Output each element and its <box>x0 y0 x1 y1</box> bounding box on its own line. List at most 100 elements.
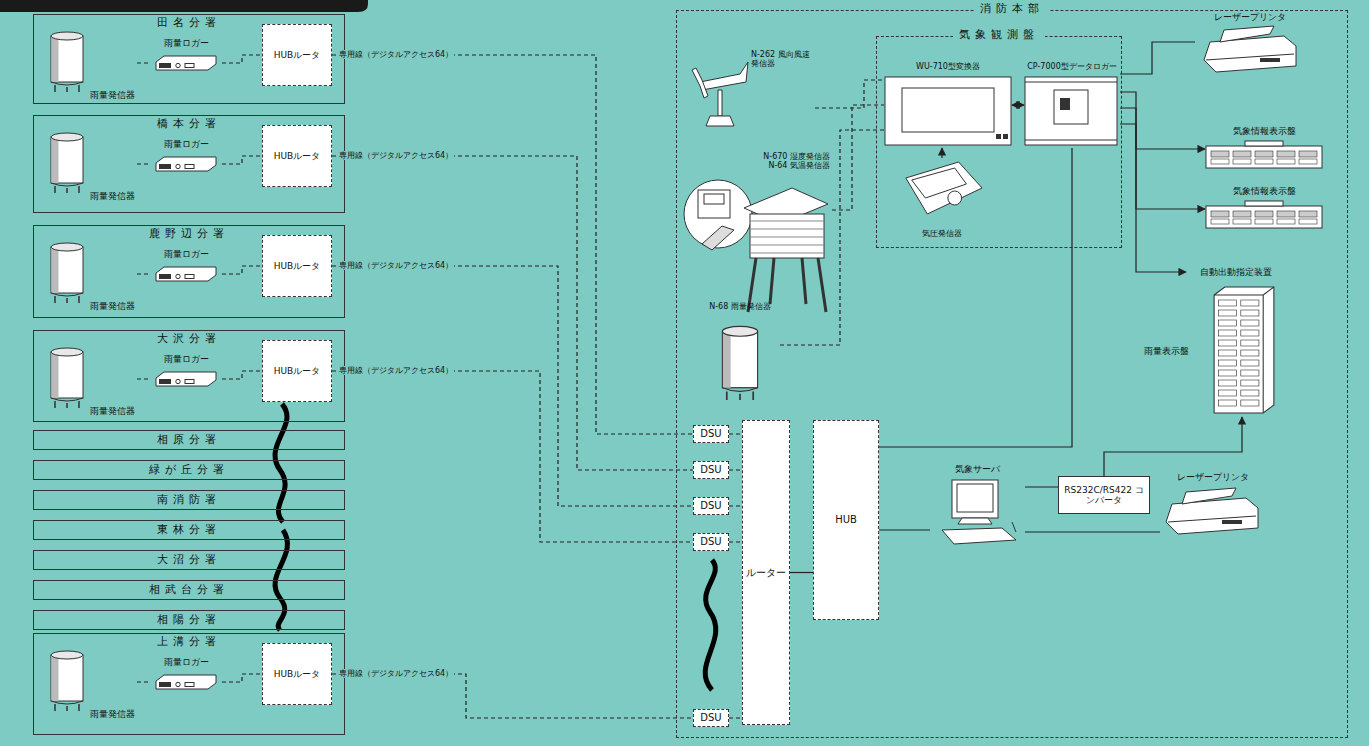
station-band: 相原分署 <box>33 430 345 450</box>
gauge-icon <box>47 241 87 303</box>
connector <box>1025 486 1058 487</box>
station-box: 上溝分署雨量発信器 雨量ロガー HUBルータ <box>33 633 345 735</box>
node-label: RS232C/RS422 コンバータ <box>1061 485 1147 506</box>
line-label: 専用線（デジタルアクセス64） <box>338 151 454 160</box>
connector <box>1025 531 1160 532</box>
station-band: 緑が丘分署 <box>33 460 345 480</box>
node-label: WU-710型変換器 <box>916 62 980 71</box>
cabinet-icon <box>1212 285 1276 415</box>
connector <box>815 80 884 108</box>
router: ルーター <box>742 420 790 725</box>
connector <box>729 505 742 506</box>
node-label: 雨量ロガー <box>164 657 209 667</box>
cp-icon <box>1024 76 1118 146</box>
hub-router: HUBルータ <box>262 235 332 297</box>
node-label: 上溝分署 <box>157 636 221 649</box>
connector <box>222 674 262 682</box>
region-title: 消防本部 <box>974 3 1050 16</box>
connector <box>941 148 942 158</box>
connector <box>1120 108 1205 209</box>
node-label: HUBルータ <box>274 366 321 376</box>
connector <box>1120 92 1205 149</box>
rain-gauge: 雨量発信器 <box>45 239 137 313</box>
node-label: 気象情報表示盤 <box>1233 126 1296 136</box>
node-label: N-262 風向風速発信器 <box>751 50 813 68</box>
gauge-drawing <box>47 131 87 193</box>
hub: HUB <box>813 420 879 620</box>
node-label: DSU <box>700 500 721 512</box>
gauge-drawing <box>47 346 87 408</box>
printer-icon <box>1162 486 1262 536</box>
logger-icon <box>154 265 218 283</box>
cabinet-drawing <box>1212 285 1276 415</box>
station-band: 南消防署 <box>33 490 345 510</box>
node-label: 東林分署 <box>157 524 221 537</box>
logger-drawing <box>154 673 218 691</box>
node-label: 大沼分署 <box>157 554 221 567</box>
break-mark <box>705 560 716 690</box>
display-icon <box>1205 140 1323 170</box>
weather-display: 気象情報表示盤 <box>1205 124 1323 174</box>
node-label: ルーター <box>746 567 786 579</box>
node-label: 鹿野辺分署 <box>149 228 229 241</box>
node-label: 自動出動指定装置 <box>1200 267 1272 277</box>
connector <box>222 55 262 63</box>
node-label: HUBルータ <box>274 50 321 60</box>
logger-drawing <box>154 370 218 388</box>
rain-display: 雨量表示盤 <box>1142 285 1282 417</box>
weather-display: 気象情報表示盤 <box>1205 184 1323 234</box>
node-label: CP-7000型データロガー <box>1027 62 1116 71</box>
baro-drawing <box>898 158 986 218</box>
hub-router: HUBルータ <box>262 125 332 187</box>
connector <box>332 674 693 718</box>
converter-unit: WU-710型変換器 <box>884 60 1012 148</box>
dsu: DSU <box>693 533 729 551</box>
panel-drawing <box>884 76 1012 146</box>
node-label: HUBルータ <box>274 669 321 679</box>
laser-printer: レーザープリンタ <box>1160 470 1265 550</box>
connector <box>137 681 150 682</box>
logger-drawing <box>154 155 218 173</box>
connector <box>137 378 150 379</box>
cp-drawing <box>1024 76 1118 146</box>
station-box: 橋本分署雨量発信器雨量ロガーHUBルータ <box>33 115 345 213</box>
logger-icon <box>154 155 218 173</box>
dsu: DSU <box>693 497 729 515</box>
gauge-drawing <box>47 241 87 303</box>
dispatch-device: 自動出動指定装置 <box>1186 263 1286 281</box>
hub-router: HUBルータ <box>262 24 332 86</box>
connector <box>222 156 262 164</box>
node-label: 雨量表示盤 <box>1144 346 1189 356</box>
node-label: 雨量ロガー <box>164 354 209 364</box>
connector <box>332 371 693 542</box>
panel-icon <box>884 76 1012 146</box>
node-label: 相原分署 <box>157 434 221 447</box>
connector <box>790 572 813 573</box>
hq-zone: 消防本部N-262 風向風速発信器N-670 湿度発信器N-64 気温発信器気象… <box>676 10 1348 738</box>
wind-sensor: N-262 風向風速発信器 <box>690 48 815 132</box>
gauge-icon <box>47 131 87 193</box>
gauge-icon <box>47 346 87 408</box>
gauge-icon <box>47 649 87 711</box>
temp-humidity-sensor: N-670 湿度発信器N-64 気温発信器 <box>682 150 832 315</box>
shelter-drawing <box>682 174 830 314</box>
server-drawing <box>932 478 1022 548</box>
node-label: DSU <box>700 712 721 724</box>
rain-gauge: 雨量発信器 <box>45 647 137 721</box>
node-label: 雨量ロガー <box>164 249 209 259</box>
connector <box>332 55 693 434</box>
server-icon <box>932 478 1022 548</box>
connector <box>729 541 742 542</box>
gauge-drawing <box>718 324 762 400</box>
laser-printer: レーザープリンタ <box>1195 10 1305 74</box>
gauge-drawing <box>47 649 87 711</box>
connector <box>137 273 150 274</box>
logger-icon <box>154 54 218 72</box>
node-label: 田名分署 <box>157 17 221 30</box>
title-tab <box>0 0 368 12</box>
node-label: レーザープリンタ <box>1214 12 1286 22</box>
rain-gauge: 雨量発信器 <box>45 28 137 102</box>
node-label: 緑が丘分署 <box>149 464 229 477</box>
connector <box>1104 417 1242 476</box>
connector <box>729 717 742 718</box>
